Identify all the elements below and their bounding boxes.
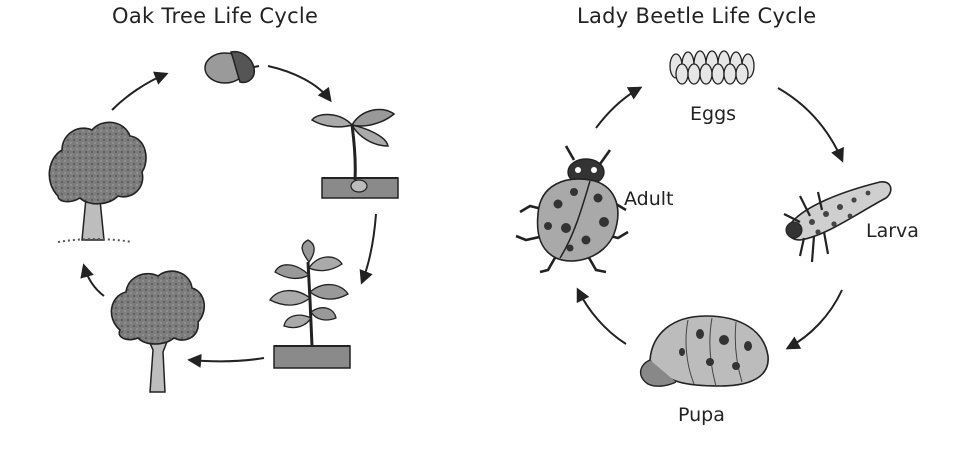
label-eggs: Eggs xyxy=(690,103,737,125)
arrow-adult-to-eggs xyxy=(595,86,643,129)
label-larva: Larva xyxy=(866,220,919,242)
mature-tree-icon xyxy=(48,121,147,243)
seedling-icon xyxy=(269,239,351,369)
larva-icon xyxy=(783,181,892,263)
arrow-eggs-to-larva xyxy=(777,87,844,163)
arrow-larva-to-pupa xyxy=(785,289,843,350)
young-tree-icon xyxy=(110,270,205,393)
label-pupa: Pupa xyxy=(678,404,725,426)
arrow-mature-tree-to-acorn xyxy=(111,71,169,111)
label-adult: Adult xyxy=(624,188,674,210)
arrow-acorn-to-sprout xyxy=(267,65,332,103)
eggs-icon xyxy=(669,50,755,85)
acorn-icon xyxy=(204,50,260,84)
arrow-pupa-to-adult xyxy=(576,287,627,345)
beetle-cycle-title: Lady Beetle Life Cycle xyxy=(577,4,817,28)
sprout-icon xyxy=(310,108,399,199)
oak-cycle-title: Oak Tree Life Cycle xyxy=(112,4,319,28)
pupa-icon xyxy=(640,315,769,387)
adult-beetle-icon xyxy=(515,145,629,274)
arrow-young-tree-to-mature-tree xyxy=(80,263,105,297)
arrow-sprout-to-seedling xyxy=(359,213,377,285)
arrow-seedling-to-young-tree xyxy=(187,353,265,368)
